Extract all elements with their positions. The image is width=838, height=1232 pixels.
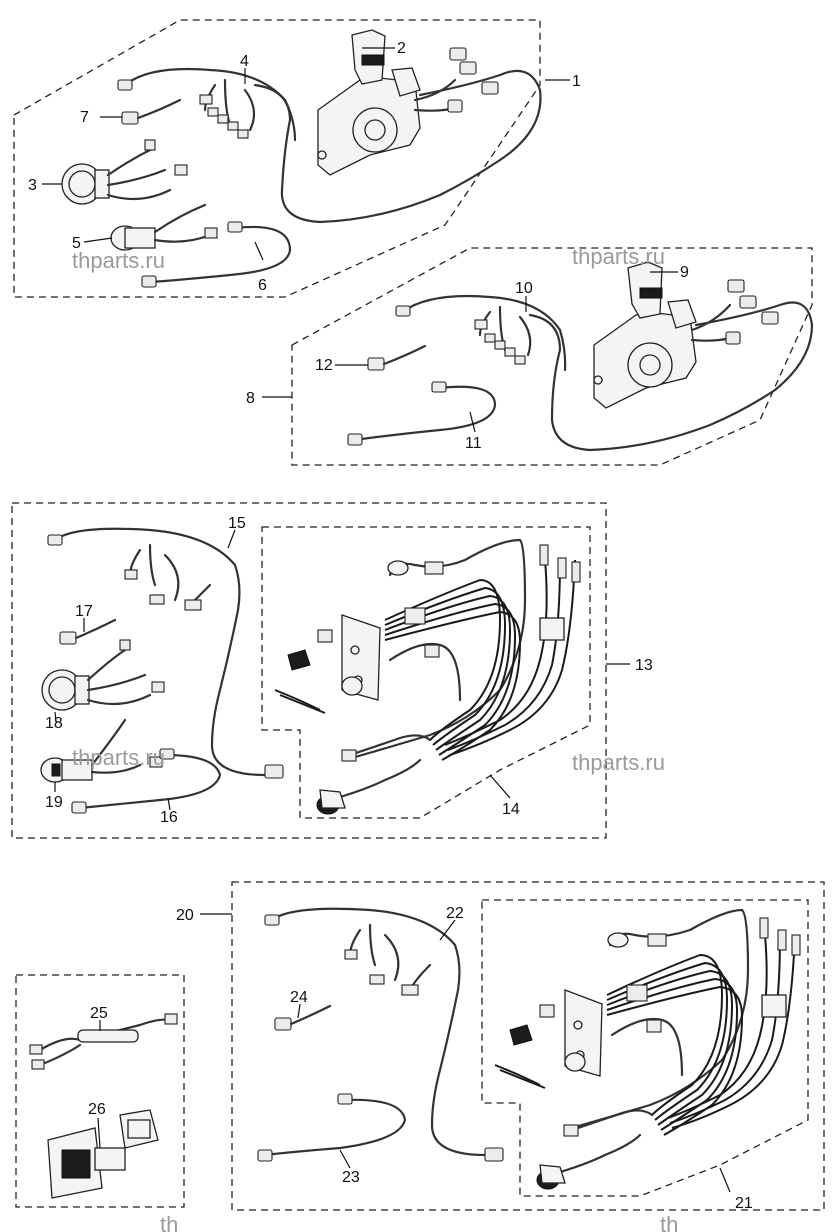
callout-7: 7: [80, 109, 89, 126]
lead-wire-part-23: [257, 1093, 407, 1162]
callout-18: 18: [45, 715, 63, 732]
main-harness-part-21: [494, 908, 801, 1190]
watermark-4: thparts.ru: [572, 750, 665, 775]
connector-panel-part-26: [47, 1109, 159, 1199]
callout-12: 12: [315, 357, 333, 374]
watermark-6: th: [660, 1212, 678, 1232]
connector-part-12: [367, 344, 427, 371]
callout-19: 19: [45, 794, 63, 811]
callout-17: 17: [75, 603, 93, 620]
callout-2: 2: [397, 40, 406, 57]
lead-part-25: [29, 1013, 178, 1070]
callout-21: 21: [735, 1195, 753, 1212]
harness-part-22: [264, 907, 504, 1162]
group-14-outline: [261, 526, 591, 819]
watermark-5: th: [160, 1212, 178, 1232]
group-20-outline: [231, 881, 825, 1211]
remote-control-box-part-1: [317, 29, 421, 176]
watermarks: thparts.ru thparts.ru thparts.ru thparts…: [72, 244, 678, 1232]
key-switch-part-19: [40, 718, 163, 783]
callout-14: 14: [502, 801, 520, 818]
connector-part-24: [274, 1004, 332, 1031]
box-1-connectors: [253, 47, 542, 224]
harness-bundle-21: [606, 934, 796, 1136]
group-25-26-outline: [15, 974, 185, 1208]
harness-part-15: [47, 527, 284, 779]
harness-bundle: [384, 559, 576, 761]
leader-lines: [42, 47, 731, 1193]
callout-8: 8: [246, 390, 255, 407]
lead-wire-part-16: [71, 748, 222, 814]
callout-13: 13: [635, 657, 653, 674]
watermark-2: thparts.ru: [572, 244, 665, 269]
connector-part-17: [59, 618, 117, 645]
group-8-outline: [291, 247, 813, 466]
callout-9: 9: [680, 264, 689, 281]
callout-22: 22: [446, 905, 464, 922]
key-switch-part-5: [110, 203, 218, 251]
main-harness-part-14: [274, 538, 581, 815]
gauge-part-3: [61, 139, 188, 205]
gauge-part-18: [41, 639, 165, 711]
harness-part-10: [395, 294, 567, 372]
watermark-1: thparts.ru: [72, 248, 165, 273]
callout-20: 20: [176, 907, 194, 924]
connector-part-7: [121, 98, 182, 125]
callout-10: 10: [515, 280, 533, 297]
callout-23: 23: [342, 1169, 360, 1186]
lead-wire-part-11: [347, 381, 497, 446]
lead-wire-part-6: [141, 221, 292, 288]
callout-16: 16: [160, 809, 178, 826]
remote-control-box-part-9: [528, 261, 814, 452]
callout-labels: 1 2 3 4 5 6 7 8 9 10 11 12 13 14 15 16 1…: [28, 40, 753, 1212]
harness-part-4: [117, 67, 297, 142]
callout-6: 6: [258, 277, 267, 294]
group-21-outline: [481, 899, 809, 1197]
group-13-outline: [11, 502, 607, 839]
callout-1: 1: [572, 73, 581, 90]
callout-3: 3: [28, 177, 37, 194]
callout-24: 24: [290, 989, 308, 1006]
group-1-outline: [13, 19, 541, 298]
callout-26: 26: [88, 1101, 106, 1118]
callout-25: 25: [90, 1005, 108, 1022]
callout-4: 4: [240, 53, 249, 70]
watermark-3: thparts.ru: [72, 745, 165, 770]
callout-15: 15: [228, 515, 246, 532]
callout-11: 11: [465, 435, 482, 452]
callout-5: 5: [72, 235, 81, 252]
